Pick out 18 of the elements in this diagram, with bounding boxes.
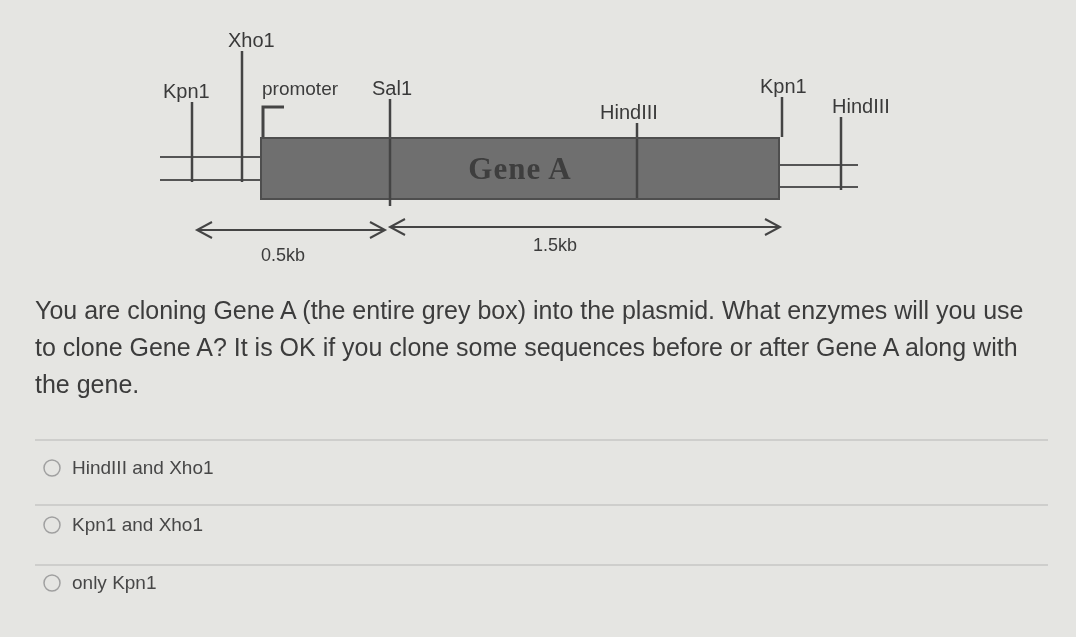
answer-option: Kpn1 and Xho1 <box>72 514 203 536</box>
restriction-site-label: Kpn1 <box>163 81 210 101</box>
leader-line <box>388 99 392 137</box>
promoter-label: promoter <box>262 78 339 100</box>
leader-line <box>190 102 194 182</box>
dimension-label: 1.5kb <box>533 235 578 256</box>
leader-line <box>780 97 784 137</box>
restriction-site-label: Sal1 <box>372 78 413 98</box>
answer-option: only Kpn1 <box>72 572 157 594</box>
restriction-site-label: HindIII <box>600 102 658 122</box>
answer-option: HindIII and Xho1 <box>72 457 214 479</box>
restriction-site-label: Kpn1 <box>760 76 807 96</box>
restriction-site-label: Xho1 <box>228 30 275 50</box>
restriction-site-label: HindIII <box>832 96 890 116</box>
leader-line <box>839 117 843 190</box>
leader-line <box>240 51 244 182</box>
dimension-label: 0.5kb <box>261 245 306 266</box>
question-text: You are cloning Gene A (the entire grey box) into the plasmid. What enzymes will you use to clone Gene A? It is OK if you clone some sequences before or after Gene A along with the gene. <box>35 295 1025 400</box>
